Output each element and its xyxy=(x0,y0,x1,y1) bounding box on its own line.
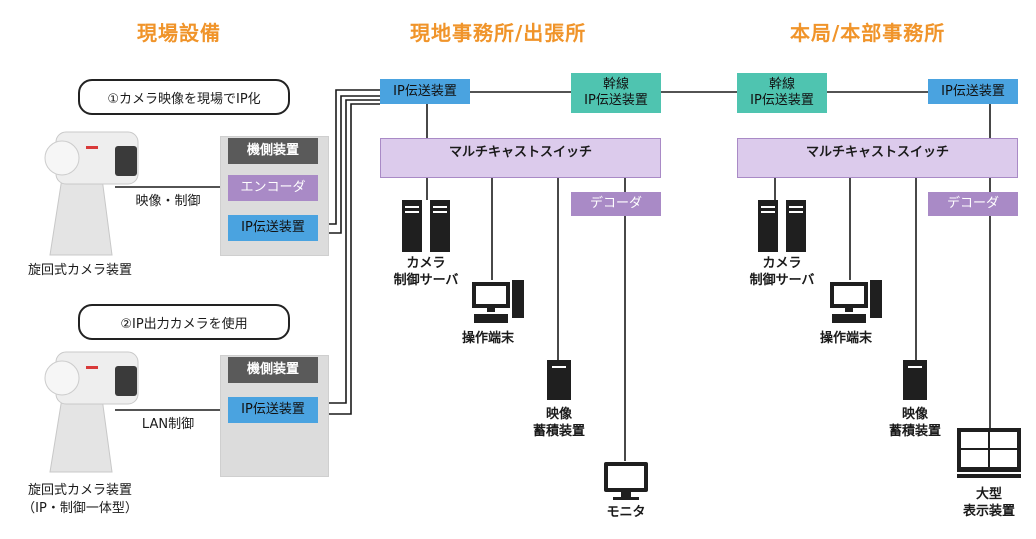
hq-trunk-ip-transmitter: 幹線 IP伝送装置 xyxy=(737,73,827,113)
local-storage-icon xyxy=(547,360,571,400)
large-display-label: 大型 表示装置 xyxy=(962,487,1015,519)
callout-ip-camera: ②IP出力カメラを使用 xyxy=(78,304,290,340)
local-server-icon xyxy=(402,200,450,252)
hq-decoder: デコーダ xyxy=(928,192,1018,216)
local-multicast-switch: マルチキャストスイッチ xyxy=(380,138,661,178)
hq-storage-label: 映像 蓄積装置 xyxy=(888,407,941,439)
hq-storage-icon xyxy=(903,360,927,400)
local-server-label: カメラ 制御サーバ xyxy=(393,256,459,288)
header-local-office: 現地事務所/出張所 xyxy=(410,21,587,45)
ip-transmitter-box-2: IP伝送装置 xyxy=(228,397,318,423)
header-site-equipment: 現場設備 xyxy=(137,21,221,45)
hq-multicast-switch: マルチキャストスイッチ xyxy=(737,138,1018,178)
link-lan-control-label: LAN制御 xyxy=(141,417,195,432)
camera-2-sublabel: （IP・制御一体型） xyxy=(22,501,138,516)
link-video-control-label: 映像・制御 xyxy=(135,194,201,209)
local-storage-label: 映像 蓄積装置 xyxy=(532,407,585,439)
monitor-icon xyxy=(604,462,648,500)
local-decoder: デコーダ xyxy=(571,192,661,216)
camera-2-label: 旋回式カメラ装置 xyxy=(27,483,132,498)
side-unit-title-2: 機側装置 xyxy=(228,357,318,383)
ip-transmitter-box-1: IP伝送装置 xyxy=(228,215,318,241)
local-terminal-label: 操作端末 xyxy=(461,331,514,346)
local-trunk-ip-transmitter: 幹線 IP伝送装置 xyxy=(571,73,661,113)
side-unit-title-1: 機側装置 xyxy=(228,138,318,164)
hq-ip-transmitter: IP伝送装置 xyxy=(928,79,1018,104)
hq-server-label: カメラ 制御サーバ xyxy=(749,256,815,288)
hq-server-icon xyxy=(758,200,806,252)
local-ip-transmitter: IP伝送装置 xyxy=(380,79,470,104)
monitor-label: モニタ xyxy=(606,505,646,520)
large-display-icon xyxy=(957,428,1021,478)
camera-1-illustration xyxy=(44,131,139,256)
local-terminal-icon xyxy=(472,280,524,323)
callout-ip-conversion: ①カメラ映像を現場でIP化 xyxy=(78,79,290,115)
encoder-box: エンコーダ xyxy=(228,175,318,201)
camera-2-illustration xyxy=(44,351,139,473)
hq-terminal-icon xyxy=(830,280,882,323)
hq-terminal-label: 操作端末 xyxy=(819,331,872,346)
header-hq-office: 本局/本部事務所 xyxy=(790,21,946,45)
camera-1-label: 旋回式カメラ装置 xyxy=(27,263,132,278)
